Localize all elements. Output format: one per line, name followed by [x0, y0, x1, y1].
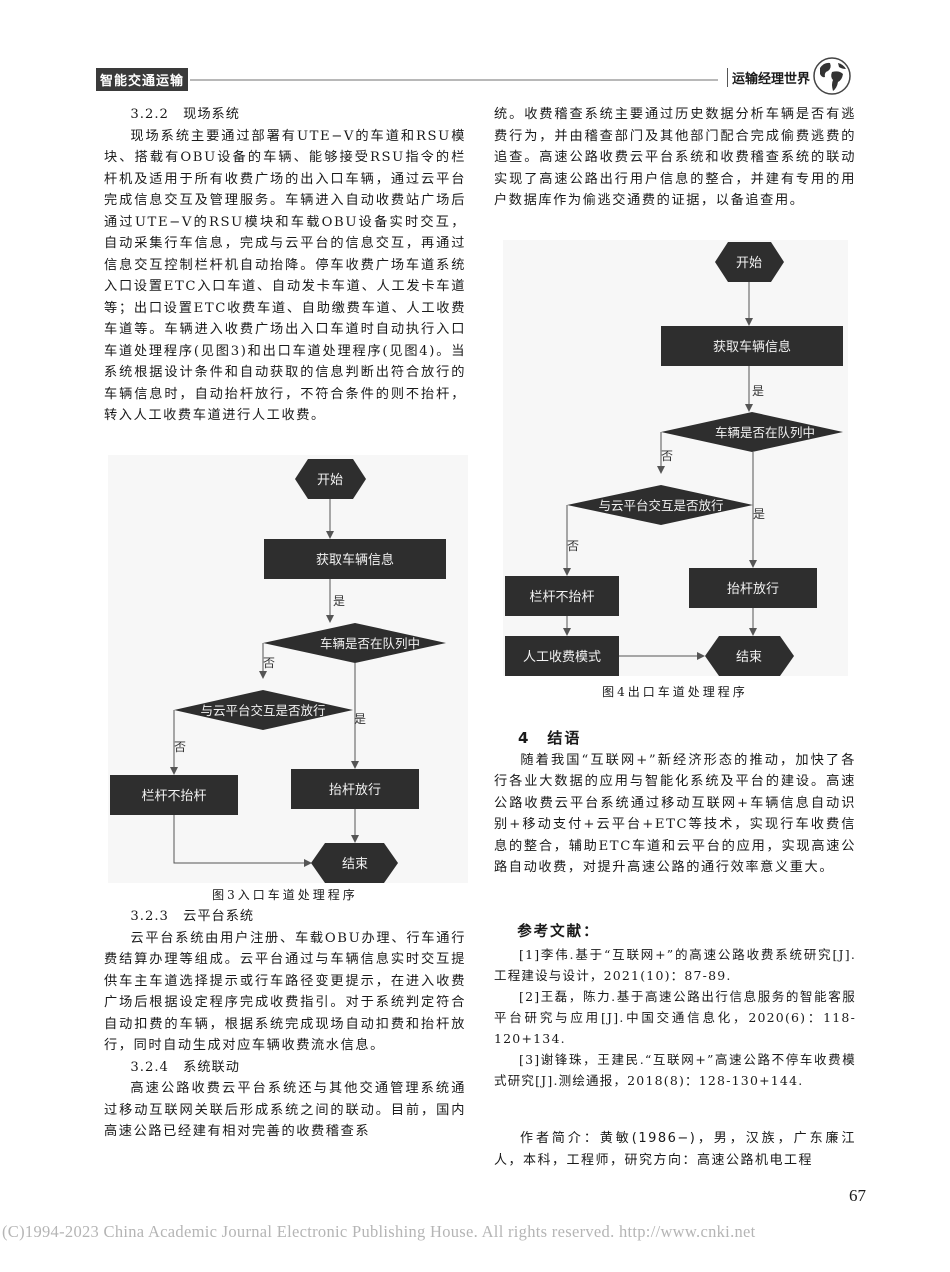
fig3-end-node [311, 843, 398, 883]
left-column-bottom: 3.2.3 云平台系统 云平台系统由用户注册、车载OBU办理、行车通行费结算办理… [104, 906, 466, 1143]
svg-text:否: 否 [263, 656, 275, 670]
section-3-2-2-title: 3.2.2 现场系统 [130, 107, 240, 122]
svg-text:抬杆放行: 抬杆放行 [727, 582, 779, 597]
section-3-2-3-title: 3.2.3 云平台系统 [130, 909, 255, 924]
reference-item-1: [1]李伟.基于“互联网+”的高速公路收费系统研究[J].工程建设与设计，202… [494, 946, 856, 983]
fig4-manual-mode-node [505, 636, 619, 676]
svg-text:与云平台交互是否放行: 与云平台交互是否放行 [200, 703, 325, 718]
reference-item-2: [2]王磊，陈力.基于高速公路出行信息服务的智能客服平台研究与应用[J].中国交… [494, 988, 856, 1046]
svg-text:否: 否 [174, 740, 186, 754]
left-column-top: 3.2.2 现场系统 现场系统主要通过部署有UTE−V的车道和RSU模块、搭载有… [104, 104, 466, 427]
section-3-2-2-body: 现场系统主要通过部署有UTE−V的车道和RSU模块、搭载有OBU设备的车辆、能够… [104, 128, 466, 424]
fig3-in-queue-decision [263, 623, 446, 663]
journal-section-label: 智能交通运输 [96, 68, 189, 91]
svg-text:人工收费模式: 人工收费模式 [523, 650, 601, 665]
fig4-cloud-release-decision [567, 485, 753, 525]
section-4-body: 随着我国“互联网+”新经济形态的推动，加快了各行各业大数据的应用与智能化系统及平… [494, 752, 856, 876]
fig4-no-lift-node [505, 576, 619, 616]
fig4-lift-release-node [689, 568, 817, 608]
fig3-cloud-release-decision [174, 690, 353, 730]
svg-text:是: 是 [333, 594, 345, 608]
svg-text:获取车辆信息: 获取车辆信息 [316, 552, 394, 568]
svg-text:是: 是 [753, 507, 765, 521]
magazine-name: 运输经理世界 [726, 68, 810, 87]
right-column-top: 统。收费稽查系统主要通过历史数据分析车辆是否有逃费行为，并由稽查部门及其他部门配… [494, 104, 856, 212]
references-title: 参考文献： [517, 924, 600, 940]
references-block: 参考文献： [1]李伟.基于“互联网+”的高速公路收费系统研究[J].工程建设与… [494, 922, 856, 1091]
svg-text:开始: 开始 [736, 256, 762, 271]
reference-item-3: [3]谢锋珠，王建民.“互联网+”高速公路不停车收费模式研究[J].测绘通报，2… [494, 1051, 856, 1088]
section-4-title: 4 结语 [518, 729, 582, 747]
svg-text:抬杆放行: 抬杆放行 [329, 783, 381, 798]
svg-text:结束: 结束 [736, 650, 762, 665]
svg-text:否: 否 [661, 449, 673, 463]
figure-4-flowchart: 开始 获取车辆信息 是 车辆是否在队列中 否 与云平台交互是否放行 是 否 栏杆… [503, 240, 848, 676]
fig3-lift-release-node [291, 769, 419, 809]
section-3-2-4-body: 高速公路收费云平台系统还与其他交通管理系统通过移动互联网关联后形成系统之间的联动… [104, 1081, 466, 1139]
fig4-get-info-node [661, 326, 843, 366]
fig4-in-queue-decision [661, 412, 843, 452]
author-bio: 作者简介：黄敏(1986−)，男，汉族，广东廉江人，本科，工程师，研究方向：高速… [494, 1131, 856, 1168]
continued-paragraph: 统。收费稽查系统主要通过历史数据分析车辆是否有逃费行为，并由稽查部门及其他部门配… [494, 107, 856, 208]
figure-3-caption: 图3入口车道处理程序 [212, 888, 358, 902]
svg-text:与云平台交互是否放行: 与云平台交互是否放行 [598, 498, 723, 513]
globe-icon [813, 57, 851, 95]
svg-text:车辆是否在队列中: 车辆是否在队列中 [320, 636, 420, 651]
running-header: 智能交通运输 运输经理世界 [96, 57, 866, 95]
svg-text:结束: 结束 [342, 857, 368, 872]
svg-text:车辆是否在队列中: 车辆是否在队列中 [715, 425, 815, 440]
fig3-no-lift-node [110, 775, 238, 815]
copyright-footer: (C)1994-2023 China Academic Journal Elec… [2, 1222, 756, 1241]
fig3-start-label: 开始 [317, 473, 343, 488]
svg-text:栏杆不抬杆: 栏杆不抬杆 [141, 789, 206, 804]
figure-4-caption: 图4出口车道处理程序 [602, 685, 748, 699]
svg-text:栏杆不抬杆: 栏杆不抬杆 [529, 590, 594, 605]
figure-3-flowchart: 开始 获取车辆信息 是 车辆是否在队列中 否 与云平台交互是否放行 是 否 栏杆… [108, 455, 468, 883]
page-number: 67 [849, 1186, 866, 1205]
header-rule [190, 79, 718, 81]
svg-text:否: 否 [567, 539, 579, 553]
section-3-2-3-body: 云平台系统由用户注册、车载OBU办理、行车通行费结算办理等组成。云平台通过与车辆… [104, 930, 466, 1054]
fig4-start-node [715, 242, 784, 282]
svg-text:获取车辆信息: 获取车辆信息 [713, 339, 791, 355]
svg-text:是: 是 [752, 384, 764, 398]
fig4-end-node [705, 636, 794, 676]
svg-text:是: 是 [354, 712, 366, 726]
fig3-start-node [295, 459, 366, 499]
section-3-2-4-title: 3.2.4 系统联动 [130, 1059, 240, 1075]
fig3-get-info-node [264, 539, 446, 579]
right-column-conclusion: 4 结语 随着我国“互联网+”新经济形态的推动，加快了各行各业大数据的应用与智能… [494, 728, 856, 879]
